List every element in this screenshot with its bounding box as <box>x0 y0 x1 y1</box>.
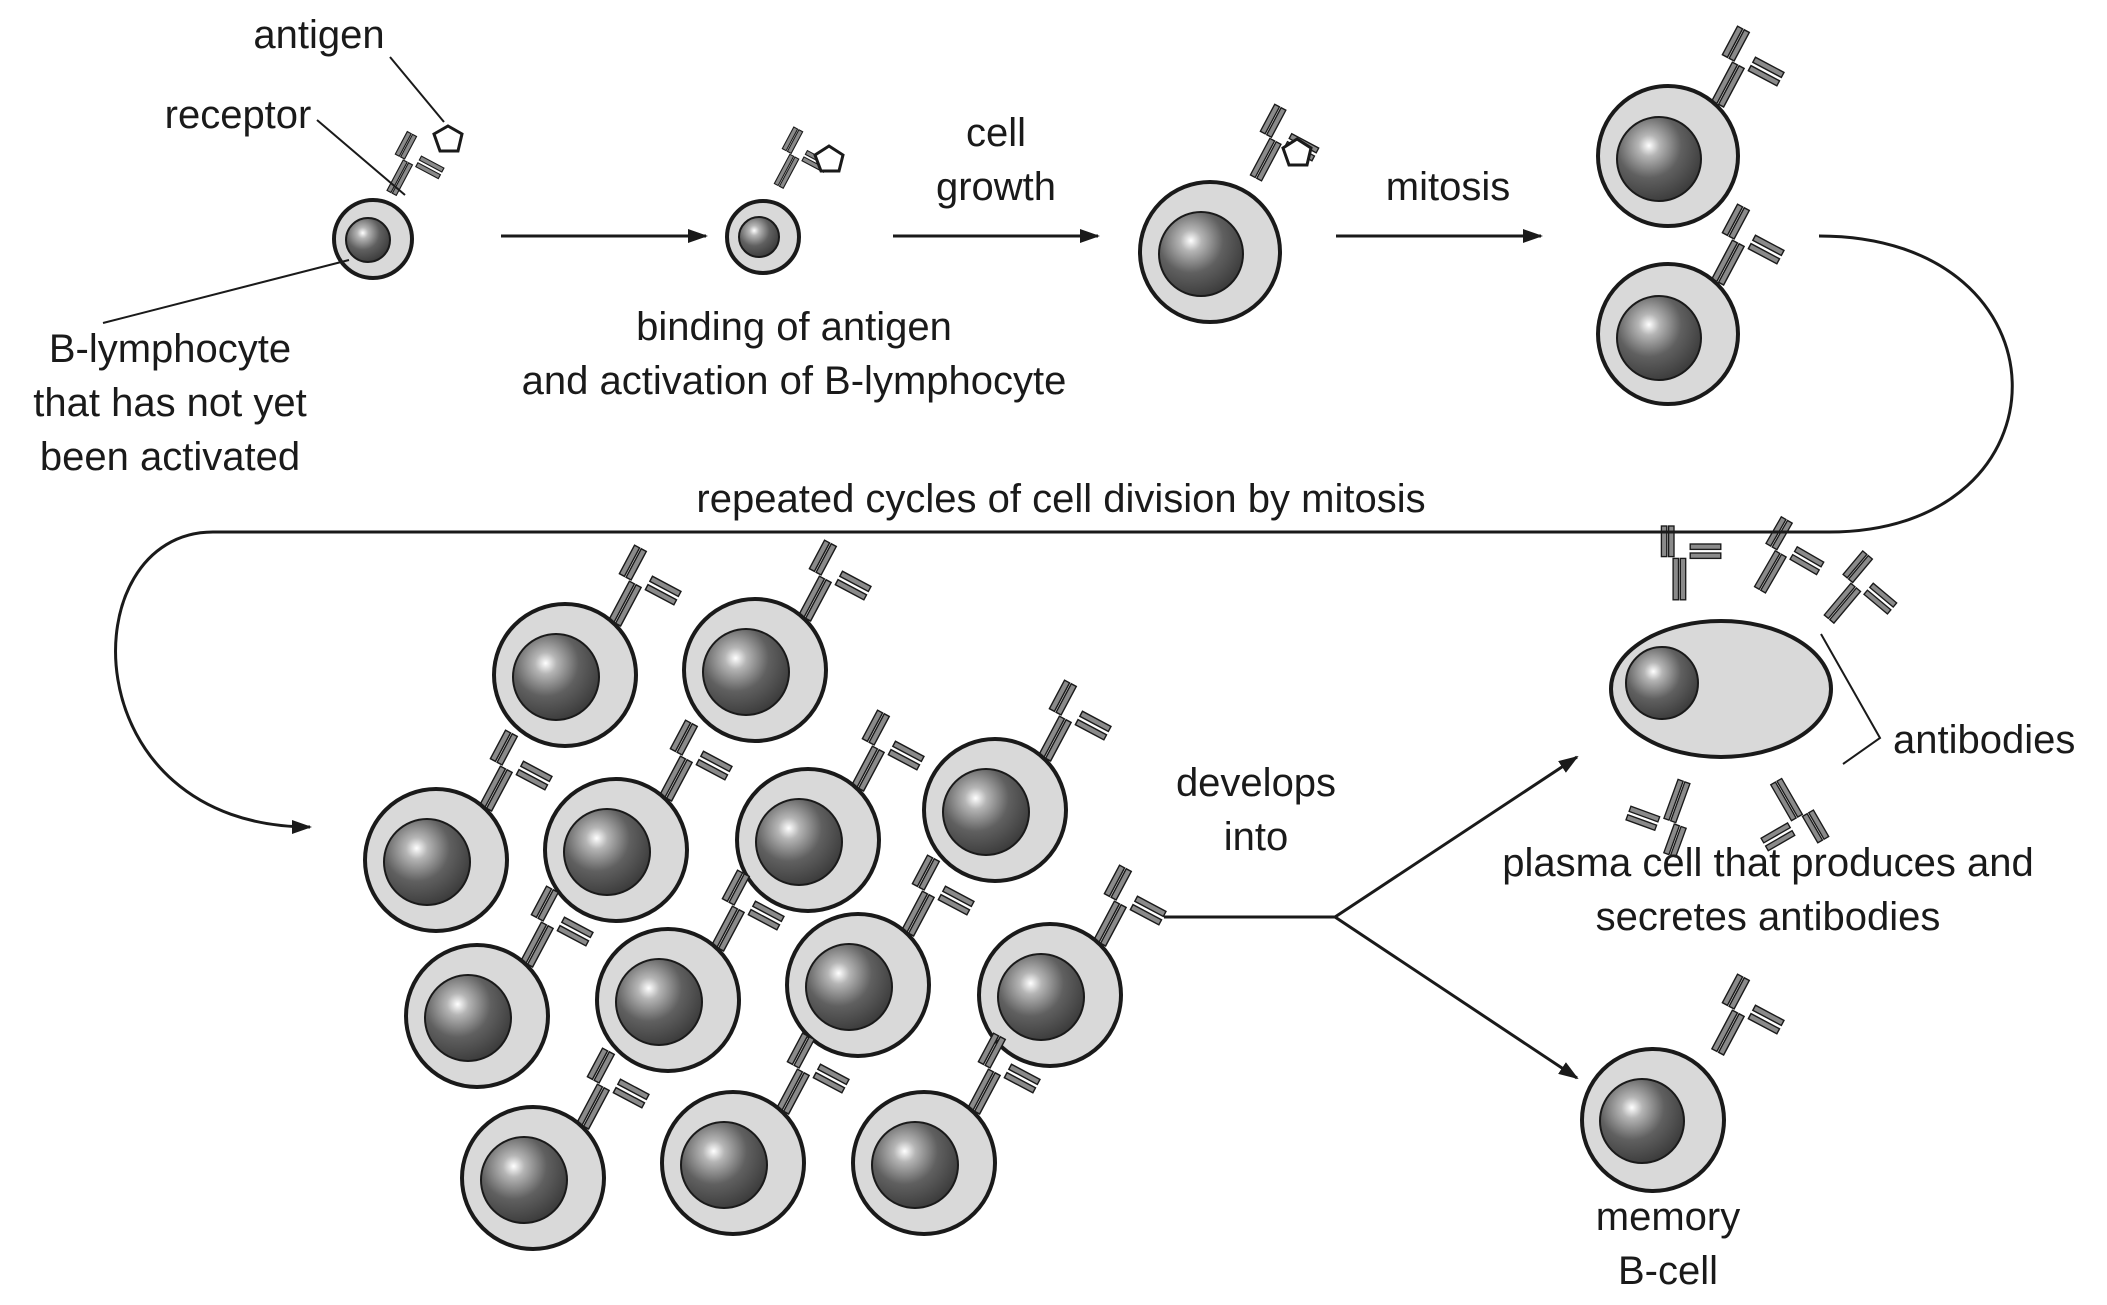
memory-b-cell-line1: memory <box>1595 1195 1741 1239</box>
grown-b-lymphocyte <box>1138 103 1328 324</box>
clone-cell <box>735 709 934 913</box>
develops-into-line2: into <box>1223 815 1289 859</box>
b-lymphocyte-leader <box>102 259 350 324</box>
mitosis-label: mitosis <box>1385 165 1511 209</box>
bound-antigen-icon <box>813 144 845 173</box>
plasma-cell-line2: secretes antibodies <box>1595 895 1941 939</box>
arrow-to-plasma-cell <box>1334 755 1579 919</box>
memory-b-cell-line2: B-cell <box>1617 1249 1719 1293</box>
arrows <box>114 229 2014 1080</box>
binding-label: binding of antigen and activation of B-l… <box>522 300 1067 408</box>
antibodies-label: antibodies <box>1893 718 2076 762</box>
leader-lines <box>102 56 1882 765</box>
plasma-cell-label: plasma cell that produces and secretes a… <box>1502 836 2033 944</box>
memory-b-cell <box>1580 973 1794 1193</box>
antibodies-bracket <box>1820 633 1882 765</box>
naive-label-line2: that has not yet <box>33 381 307 425</box>
clone-cell <box>595 869 794 1073</box>
daughter-cell-2 <box>1596 203 1794 406</box>
plasma-cell-line1: plasma cell that produces and <box>1502 841 2034 885</box>
receptor-label: receptor <box>164 93 312 137</box>
plasma-cell <box>1609 619 1833 759</box>
antigen-icon <box>432 124 464 153</box>
arrow-repeated-division <box>114 234 2014 834</box>
binding-label-line1: binding of antigen <box>636 305 952 349</box>
clone-cell <box>543 719 742 923</box>
clone-cell <box>922 679 1121 883</box>
receptor-icon <box>1700 973 1794 1074</box>
naive-b-lymphocyte-label: B-lymphocyte that has not yet been activ… <box>33 322 307 484</box>
clone-cell <box>460 1047 659 1251</box>
clone-cell <box>977 864 1176 1068</box>
bound-antigen-icon <box>1281 137 1313 167</box>
clone-cell <box>682 539 881 743</box>
memory-b-cell-label: memory B-cell <box>1596 1190 1740 1298</box>
naive-label-line3: been activated <box>39 435 301 479</box>
clone-cluster <box>363 539 1176 1251</box>
clone-cell <box>851 1032 1050 1236</box>
develops-into-label: develops into <box>1176 756 1336 864</box>
arrow-to-memory-cell <box>1334 915 1579 1080</box>
naive-b-lymphocyte <box>332 131 452 280</box>
develops-into-line1: develops <box>1175 761 1337 805</box>
antibody-icon <box>1660 525 1722 601</box>
clone-cell <box>492 544 691 748</box>
clone-cell <box>404 885 603 1089</box>
cell-growth-line2: growth <box>935 165 1057 209</box>
antibody-icon <box>1814 550 1909 647</box>
cell-growth-label: cell growth <box>936 106 1056 214</box>
clone-cell <box>660 1032 859 1236</box>
clone-cell <box>363 729 562 933</box>
daughter-cell-1 <box>1596 25 1794 228</box>
repeated-division-label: repeated cycles of cell division by mito… <box>696 477 1426 521</box>
receptor-leader <box>316 119 406 196</box>
antigen-label: antigen <box>253 13 385 57</box>
activated-b-lymphocyte <box>725 126 837 275</box>
antigen-leader <box>389 56 445 123</box>
binding-label-line2: and activation of B-lymphocyte <box>521 359 1067 403</box>
naive-label-line1: B-lymphocyte <box>48 327 292 371</box>
clone-cell <box>785 854 984 1058</box>
cell-growth-line1: cell <box>965 111 1027 155</box>
